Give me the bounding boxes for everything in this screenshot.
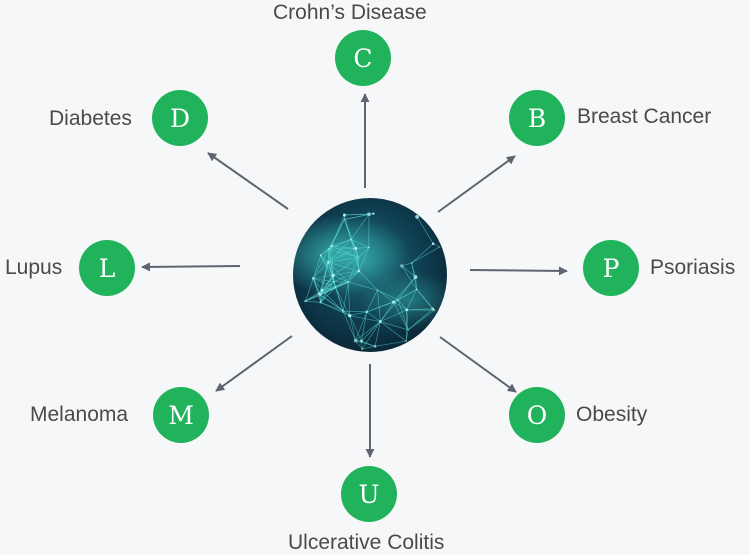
node-melanoma: M: [153, 387, 209, 443]
node-ulcerative-colitis: U: [341, 466, 397, 522]
node-letter: L: [99, 254, 116, 283]
label-psoriasis: Psoriasis: [650, 256, 735, 280]
label-breast-cancer: Breast Cancer: [577, 105, 711, 129]
arrow-to-breast-cancer: [438, 156, 515, 212]
node-letter: B: [528, 104, 546, 133]
label-crohns: Crohn’s Disease: [273, 1, 427, 25]
node-letter: M: [168, 401, 194, 430]
node-letter: U: [358, 480, 379, 509]
label-obesity: Obesity: [576, 403, 647, 427]
label-ulcerative-colitis: Ulcerative Colitis: [288, 531, 444, 555]
node-diabetes: D: [152, 90, 208, 146]
label-lupus: Lupus: [5, 256, 62, 280]
arrow-to-psoriasis: [470, 270, 567, 271]
node-letter: D: [170, 104, 190, 133]
node-letter: O: [527, 401, 548, 430]
node-psoriasis: P: [583, 240, 639, 296]
arrow-to-melanoma: [216, 336, 292, 391]
node-breast-cancer: B: [509, 90, 565, 146]
node-letter: C: [353, 44, 372, 73]
label-diabetes: Diabetes: [49, 107, 132, 131]
hub-network-globe-icon: [270, 198, 460, 352]
arrow-to-diabetes: [208, 153, 288, 209]
node-letter: P: [603, 254, 620, 283]
node-obesity: O: [509, 387, 565, 443]
label-melanoma: Melanoma: [30, 403, 128, 427]
node-lupus: L: [79, 240, 135, 296]
node-crohns: C: [335, 30, 391, 86]
arrow-to-obesity: [440, 337, 516, 392]
arrow-to-lupus: [142, 266, 240, 267]
